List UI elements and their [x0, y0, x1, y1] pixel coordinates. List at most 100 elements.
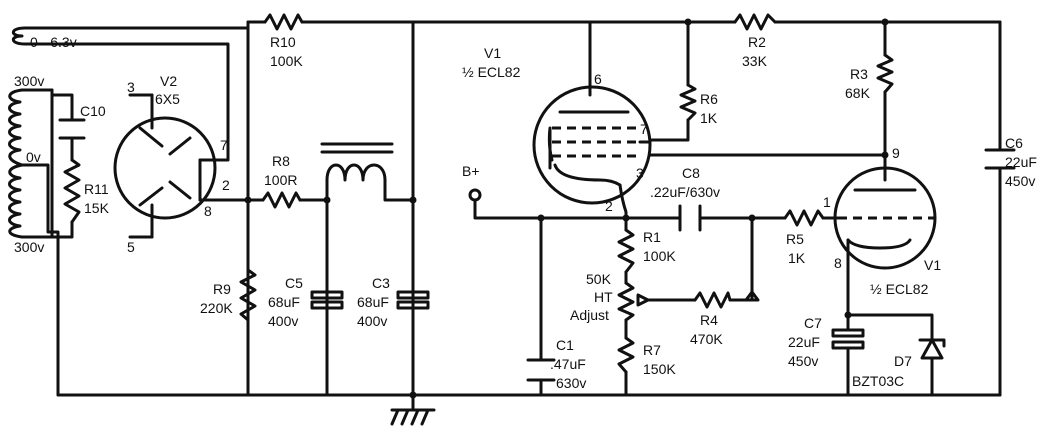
- b-plus-label: B+: [462, 163, 480, 179]
- r1-label: R1: [643, 229, 661, 245]
- pot-label-adjust: Adjust: [570, 307, 609, 323]
- resistor-r3: [876, 53, 894, 94]
- c5-voltage: 400v: [268, 313, 298, 329]
- v1b-type: ½ ECL82: [870, 281, 929, 297]
- r1-value: 100K: [643, 248, 676, 264]
- v1b-pin9: 9: [892, 145, 900, 161]
- resistor-r7: [617, 336, 635, 374]
- c1-value: .47uF: [550, 356, 586, 372]
- v2-pin5: 5: [127, 239, 135, 255]
- smoothing-choke: [320, 142, 394, 182]
- r5-label: R5: [786, 231, 804, 247]
- r6-value: 1K: [700, 110, 718, 126]
- v2-pin3: 3: [127, 79, 135, 95]
- triode-tube-v1: [833, 166, 937, 270]
- resistor-r9: [239, 268, 257, 322]
- pentode-tube-v1: [532, 85, 652, 205]
- v1a-pin3: 3: [636, 165, 644, 181]
- component-labels: 0 - 6.3v 300v 0v 300v C10 R11 15K V2 6X5…: [14, 34, 1037, 391]
- resistor-r10: [263, 13, 304, 31]
- rectifier-tube-v2: [113, 93, 217, 239]
- c5-value: 68uF: [268, 294, 300, 310]
- v1b-pin1: 1: [823, 194, 831, 210]
- capacitor-c1: [526, 358, 556, 382]
- capacitor-c7: [831, 328, 865, 350]
- c1-label: C1: [556, 337, 574, 353]
- secondary-ct-label: 0v: [26, 149, 41, 165]
- resistor-r4: [693, 290, 760, 309]
- b-plus-terminal: [468, 188, 482, 202]
- r3-label: R3: [850, 66, 868, 82]
- r9-label: R9: [213, 281, 231, 297]
- c3-label: C3: [372, 275, 390, 291]
- v1a-type: ½ ECL82: [462, 64, 521, 80]
- r7-label: R7: [643, 342, 661, 358]
- v1a-label: V1: [484, 45, 501, 61]
- r10-value: 100K: [270, 53, 303, 69]
- heater-voltage-label: 0 - 6.3v: [30, 34, 77, 50]
- v2-pin2: 2: [222, 177, 230, 193]
- c6-voltage: 450v: [1005, 173, 1035, 189]
- secondary-top-label: 300v: [14, 73, 44, 89]
- r8-label: R8: [272, 153, 290, 169]
- r6-label: R6: [700, 91, 718, 107]
- v2-label: V2: [160, 73, 177, 89]
- capacitor-c6: [984, 148, 1016, 170]
- c6-label: C6: [1005, 135, 1023, 151]
- mains-transformer-ht-winding: [8, 88, 24, 239]
- c7-label: C7: [804, 315, 822, 331]
- resistor-r8: [261, 191, 302, 209]
- r5-value: 1K: [788, 250, 806, 266]
- v1a-pin7: 7: [640, 121, 648, 137]
- c6-value: 22uF: [1005, 154, 1037, 170]
- r4-label: R4: [700, 312, 718, 328]
- r2-value: 33K: [742, 53, 768, 69]
- c5-label: C5: [285, 275, 303, 291]
- c8-value: .22uF/630v: [650, 184, 720, 200]
- v2-type: 6X5: [155, 91, 180, 107]
- c1-voltage: 630v: [556, 375, 586, 391]
- capacitor-c3: [396, 290, 430, 310]
- v1a-pin2: 2: [605, 198, 613, 214]
- capacitor-c5: [310, 198, 344, 397]
- resistor-r11: [63, 158, 81, 224]
- resistor-r6: [679, 83, 697, 122]
- c8-label: C8: [682, 165, 700, 181]
- potentiometer-ht-adjust: [617, 281, 650, 322]
- r10-label: R10: [270, 34, 296, 50]
- pot-label-ht: HT: [594, 289, 613, 305]
- r7-value: 150K: [643, 361, 676, 377]
- capacitor-c10: [58, 118, 86, 140]
- mains-transformer-heater-winding: [11, 26, 27, 46]
- r9-value: 220K: [200, 300, 233, 316]
- resistor-r1: [617, 228, 635, 274]
- r3-value: 68K: [845, 85, 871, 101]
- c3-voltage: 400v: [357, 313, 387, 329]
- d7-type: BZT03C: [852, 373, 904, 389]
- junction-dots: [244, 18, 889, 399]
- v2-pin8: 8: [204, 203, 212, 219]
- v1b-label: V1: [924, 257, 941, 273]
- v2-pin7: 7: [220, 137, 228, 153]
- resistor-r5: [783, 209, 825, 227]
- v1b-pin8: 8: [834, 255, 842, 271]
- d7-label: D7: [894, 353, 912, 369]
- c7-voltage: 450v: [788, 353, 818, 369]
- capacitor-c8: [678, 204, 702, 232]
- r8-value: 100R: [264, 172, 297, 188]
- c3-value: 68uF: [357, 294, 389, 310]
- v1a-pin6: 6: [594, 71, 602, 87]
- r11-label: R11: [84, 181, 109, 197]
- pot-label-value: 50K: [586, 271, 612, 287]
- secondary-bottom-label: 300v: [14, 239, 44, 255]
- r11-value: 15K: [84, 200, 110, 216]
- ground-symbol: [390, 408, 436, 426]
- c7-value: 22uF: [788, 334, 820, 350]
- zener-diode-d7: [918, 338, 946, 360]
- wiring: [20, 20, 1002, 412]
- r2-label: R2: [748, 34, 766, 50]
- r4-value: 470K: [690, 331, 723, 347]
- resistor-r2: [733, 13, 777, 31]
- c10-label: C10: [80, 103, 106, 119]
